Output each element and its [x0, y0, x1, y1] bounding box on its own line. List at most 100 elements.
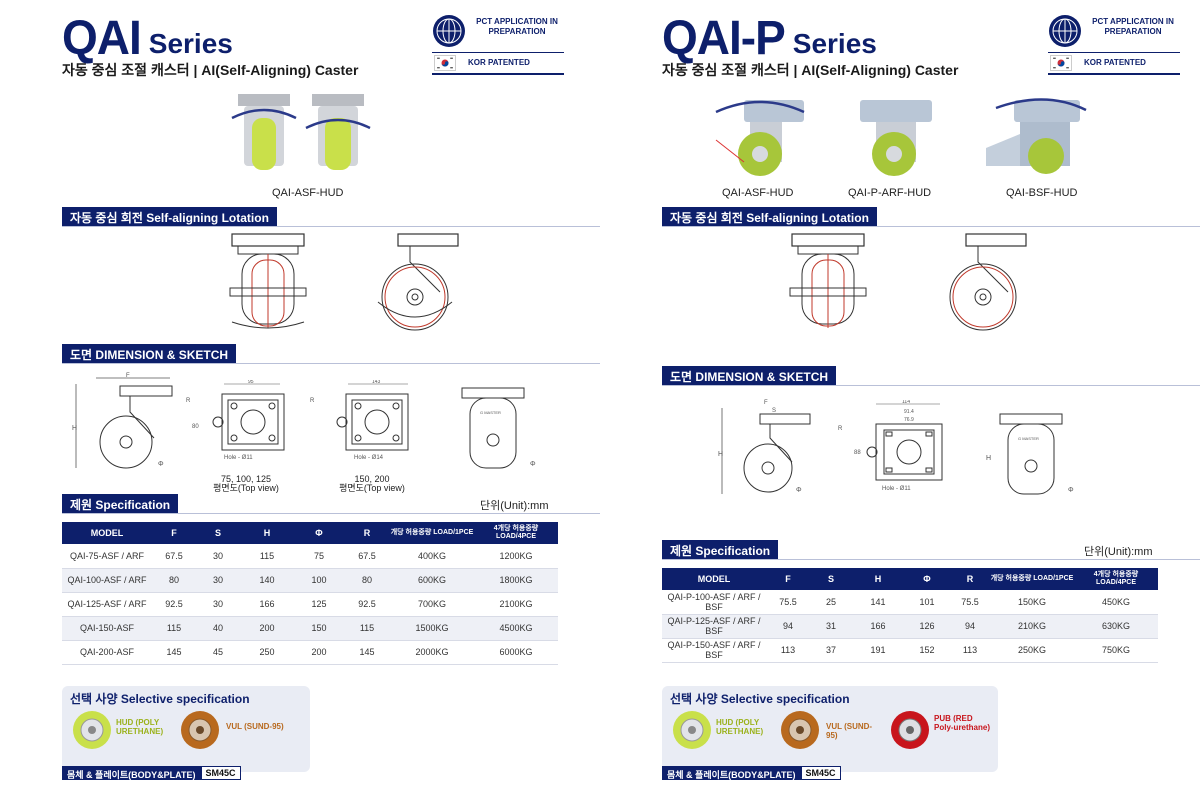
table-cell: 101 [904, 590, 950, 615]
svg-text:143: 143 [372, 380, 381, 385]
table-cell: 200 [240, 616, 294, 641]
table-cell: 92.5 [152, 592, 196, 617]
svg-text:S: S [772, 408, 776, 414]
korea-flag-icon [1050, 55, 1072, 71]
table-cell: 113 [766, 638, 810, 663]
col-f: F [766, 568, 810, 590]
table-cell: 700KG [390, 592, 474, 617]
table-cell: 2100KG [474, 592, 558, 617]
svg-text:G MASTER: G MASTER [1018, 436, 1039, 441]
table-cell: 37 [810, 638, 852, 663]
table-cell: 145 [344, 640, 390, 665]
svg-text:Φ: Φ [1068, 487, 1074, 494]
vul-label: VUL (SUND-95) [826, 722, 873, 740]
table-cell: 67.5 [152, 544, 196, 569]
table-cell: 450KG [1074, 590, 1158, 615]
col-load-1pce: 개당 허용중량 LOAD/1PCE [990, 568, 1074, 590]
sketch-caption-small: 75, 100, 125 평면도(Top view) [206, 475, 286, 493]
table-cell: 1500KG [390, 616, 474, 641]
col-load-4pce: 4개당 허용중량 LOAD/4PCE [1074, 568, 1158, 590]
wheel-vul-icon [180, 710, 220, 750]
col-model: MODEL [62, 522, 152, 544]
hud-label: HUD (POLY URETHANE) [716, 718, 764, 736]
dimension-front-drawing: G MASTER Φ [450, 384, 560, 479]
col-f: F [152, 522, 196, 544]
svg-text:Φ: Φ [530, 461, 536, 468]
series-main: QAI [62, 9, 142, 65]
table-cell: 600KG [390, 568, 474, 593]
caption-top-view: 평면도(Top view) [339, 483, 405, 493]
table-cell: 1800KG [474, 568, 558, 593]
globe-icon [1049, 15, 1081, 47]
svg-text:R: R [310, 398, 315, 404]
table-cell: 145 [152, 640, 196, 665]
table-cell: 40 [196, 616, 240, 641]
table-cell: 80 [344, 568, 390, 593]
selective-spec-box: 선택 사양 Selective specification HUD (POLY … [62, 686, 310, 772]
caption-sizes: 150, 200 [354, 474, 390, 484]
series-main: QAI-P [662, 9, 786, 65]
wheel-hud-icon [72, 710, 112, 750]
vul-label: VUL (SUND-95) [226, 722, 284, 731]
svg-text:H: H [72, 425, 77, 432]
rotation-front-drawing [228, 232, 308, 337]
product-label: QAI-ASF-HUD [272, 187, 344, 199]
spec-table: MODEL F S H Φ R 개당 허용중량 LOAD/1PCE 4개당 허용… [662, 568, 1158, 663]
unit-label: 단위(Unit):mm [480, 500, 549, 512]
table-cell: QAI-200-ASF [62, 640, 152, 665]
table-cell: 152 [904, 638, 950, 663]
table-cell: 94 [950, 614, 990, 639]
top-view-drawing-large: R 143 Hole - Ø14 [308, 379, 418, 467]
table-cell: 250 [240, 640, 294, 665]
subtitle: 자동 중심 조절 캐스터 | AI(Self-Aligning) Caster [62, 62, 359, 78]
pct-badge: PCT APPLICATION IN PREPARATION KOR PATEN… [1048, 12, 1180, 76]
col-r: R [344, 522, 390, 544]
svg-text:95: 95 [248, 380, 254, 385]
spec-table: MODEL F S H Φ R 개당 허용중량 LOAD/1PCE 4개당 허용… [62, 522, 558, 665]
kor-patented-text: KOR PATENTED [1084, 58, 1146, 67]
sketch-caption-large: 150, 200 평면도(Top view) [332, 475, 412, 493]
selective-spec-box: 선택 사양 Selective specification HUD (POLY … [662, 686, 998, 772]
series-sub: Series [148, 28, 233, 59]
table-header-row: MODEL F S H Φ R 개당 허용중량 LOAD/1PCE 4개당 허용… [662, 568, 1158, 590]
table-cell: 4500KG [474, 616, 558, 641]
wheel-pub-icon [890, 710, 930, 750]
table-cell: 113 [950, 638, 990, 663]
table-cell: 141 [852, 590, 904, 615]
table-cell: 92.5 [344, 592, 390, 617]
product-label: QAI-P-ARF-HUD [848, 187, 932, 199]
rotation-front-drawing [788, 232, 868, 337]
section-dimension: 도면 DIMENSION & SKETCH [662, 366, 837, 385]
table-cell: 1200KG [474, 544, 558, 569]
col-phi: Φ [294, 522, 344, 544]
body-plate: 몸체 & 플레이트(BODY&PLATE) SM45C [62, 766, 241, 780]
col-s: S [196, 522, 240, 544]
table-cell: 115 [344, 616, 390, 641]
table-cell: QAI-P-125-ASF / ARF / BSF [662, 614, 766, 639]
table-cell: 80 [152, 568, 196, 593]
table-cell: 250KG [990, 638, 1074, 663]
kor-patented-text: KOR PATENTED [468, 58, 530, 67]
svg-text:91.4: 91.4 [904, 409, 914, 415]
caption-top-view: 평면도(Top view) [213, 483, 279, 493]
pub-label: PUB (RED Poly-urethane) [934, 714, 991, 732]
table-cell: QAI-100-ASF / ARF [62, 568, 152, 593]
hole-label: Hole - Ø11 [224, 455, 253, 461]
col-phi: Φ [904, 568, 950, 590]
svg-text:Φ: Φ [158, 461, 164, 468]
product-photo-qai-asf-hud [228, 88, 378, 184]
svg-text:H: H [986, 455, 991, 462]
table-cell: 166 [852, 614, 904, 639]
hole-label: Hole - Ø11 [882, 486, 911, 492]
section-dimension: 도면 DIMENSION & SKETCH [62, 344, 237, 363]
table-cell: QAI-125-ASF / ARF [62, 592, 152, 617]
table-cell: 31 [810, 614, 852, 639]
table-cell: 94 [766, 614, 810, 639]
col-load-4pce: 4개당 허용중량 LOAD/4PCE [474, 522, 558, 544]
product-label: QAI-BSF-HUD [1006, 187, 1078, 199]
pct-text: PCT APPLICATION IN PREPARATION [476, 17, 558, 36]
